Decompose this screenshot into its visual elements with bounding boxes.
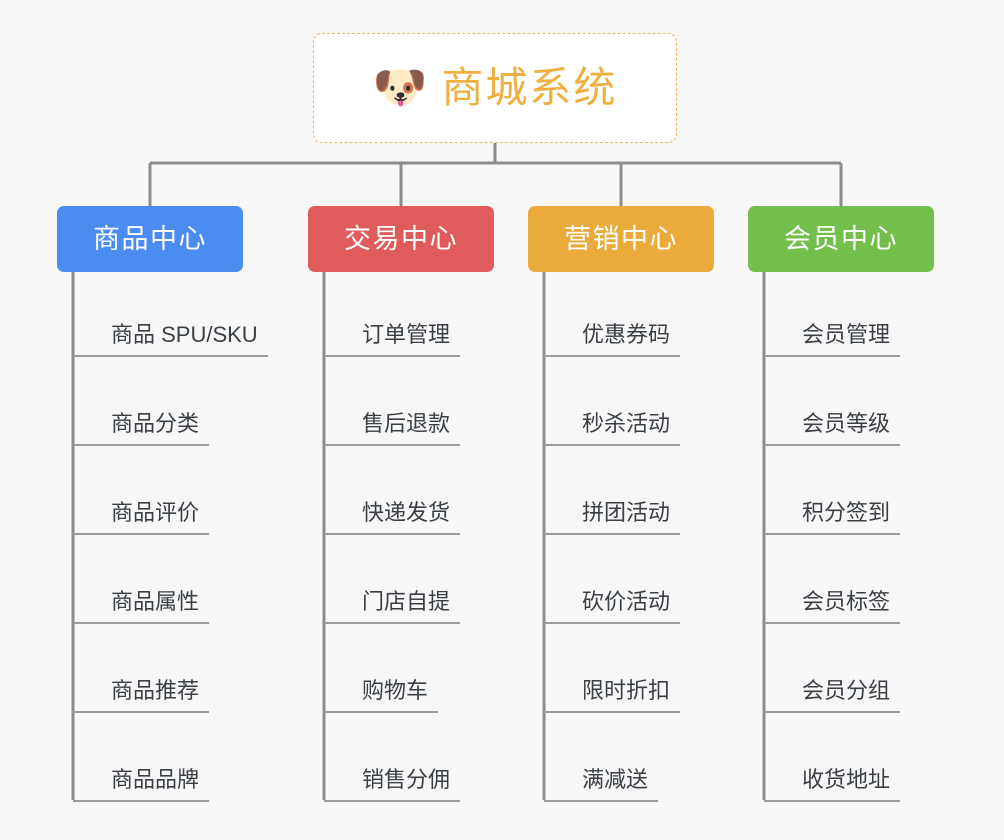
leaf-item[interactable]: 会员等级	[764, 402, 901, 446]
leaf-item[interactable]: 商品评价	[73, 491, 210, 535]
dog-face-icon: 🐶	[372, 63, 428, 112]
leaf-item[interactable]: 商品分类	[73, 402, 210, 446]
leaf-label: 商品属性	[73, 588, 210, 624]
leaf-item[interactable]: 快递发货	[324, 491, 461, 535]
leaf-item[interactable]: 销售分佣	[324, 758, 461, 802]
leaf-item[interactable]: 优惠券码	[544, 313, 681, 357]
leaf-label: 限时折扣	[544, 677, 681, 713]
leaf-item[interactable]: 商品推荐	[73, 669, 210, 713]
leaf-label: 商品推荐	[73, 677, 210, 713]
leaf-label: 订单管理	[324, 321, 461, 357]
leaf-item[interactable]: 满减送	[544, 758, 659, 802]
leaf-label: 会员分组	[764, 677, 901, 713]
leaf-item[interactable]: 砍价活动	[544, 580, 681, 624]
leaf-item[interactable]: 商品属性	[73, 580, 210, 624]
leaf-label: 商品分类	[73, 410, 210, 446]
leaf-item[interactable]: 秒杀活动	[544, 402, 681, 446]
leaf-item[interactable]: 购物车	[324, 669, 439, 713]
category-box-member-center[interactable]: 会员中心	[748, 206, 934, 272]
category-label: 商品中心	[93, 223, 207, 254]
leaf-item[interactable]: 商品 SPU/SKU	[73, 313, 268, 357]
leaf-label: 销售分佣	[324, 766, 461, 802]
leaf-label: 商品品牌	[73, 766, 210, 802]
leaf-label: 会员管理	[764, 321, 901, 357]
leaf-item[interactable]: 商品品牌	[73, 758, 210, 802]
leaf-label: 购物车	[324, 677, 439, 713]
leaf-label: 拼团活动	[544, 499, 681, 535]
leaf-item[interactable]: 积分签到	[764, 491, 901, 535]
category-box-marketing-center[interactable]: 营销中心	[528, 206, 714, 272]
category-box-product-center[interactable]: 商品中心	[57, 206, 243, 272]
category-label: 交易中心	[344, 223, 458, 254]
leaf-label: 满减送	[544, 766, 659, 802]
leaf-label: 优惠券码	[544, 321, 681, 357]
category-box-trade-center[interactable]: 交易中心	[308, 206, 494, 272]
leaf-label: 会员等级	[764, 410, 901, 446]
leaf-label: 售后退款	[324, 410, 461, 446]
leaf-label: 快递发货	[324, 499, 461, 535]
leaf-item[interactable]: 会员标签	[764, 580, 901, 624]
leaf-item[interactable]: 会员分组	[764, 669, 901, 713]
leaf-label: 门店自提	[324, 588, 461, 624]
leaf-item[interactable]: 订单管理	[324, 313, 461, 357]
root-node[interactable]: 🐶 商城系统	[313, 33, 677, 143]
leaf-item[interactable]: 售后退款	[324, 402, 461, 446]
leaf-item[interactable]: 会员管理	[764, 313, 901, 357]
leaf-label: 商品 SPU/SKU	[73, 321, 268, 357]
leaf-item[interactable]: 收货地址	[764, 758, 901, 802]
leaf-label: 积分签到	[764, 499, 901, 535]
leaf-item[interactable]: 拼团活动	[544, 491, 681, 535]
leaf-label: 砍价活动	[544, 588, 681, 624]
leaf-label: 收货地址	[764, 766, 901, 802]
root-title: 商城系统	[441, 64, 618, 111]
category-label: 营销中心	[564, 223, 678, 254]
category-label: 会员中心	[784, 223, 898, 254]
leaf-item[interactable]: 门店自提	[324, 580, 461, 624]
leaf-item[interactable]: 限时折扣	[544, 669, 681, 713]
leaf-label: 商品评价	[73, 499, 210, 535]
leaf-label: 会员标签	[764, 588, 901, 624]
leaf-label: 秒杀活动	[544, 410, 681, 446]
